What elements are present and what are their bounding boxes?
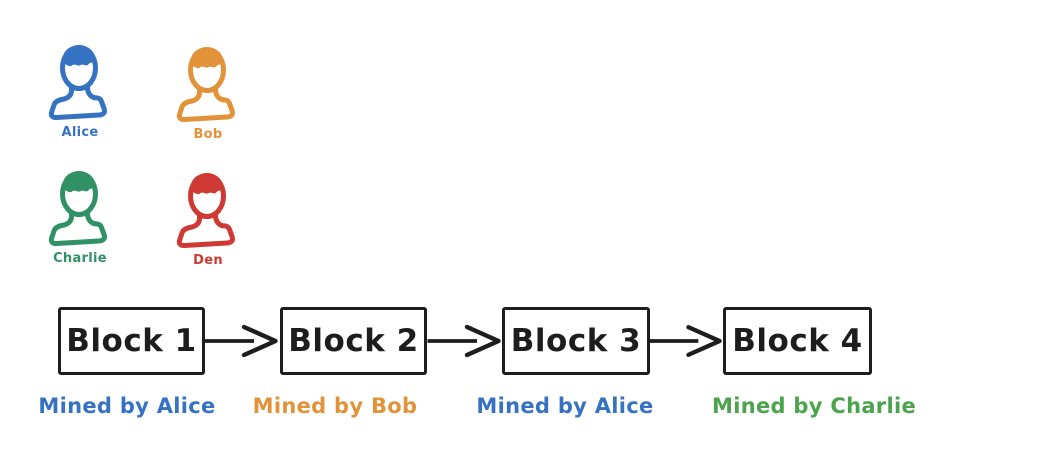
block-3: Block 3 — [502, 307, 650, 375]
block-1-label: Block 1 — [66, 323, 197, 359]
mined-by-caption-2: Mined by Bob — [252, 394, 418, 418]
person-charlie: Charlie — [38, 168, 122, 266]
alice-avatar-icon — [47, 42, 113, 122]
block-2-label: Block 2 — [288, 323, 419, 359]
person-label-alice: Alice — [61, 125, 99, 140]
block-4-label: Block 4 — [732, 323, 863, 359]
person-label-den: Den — [193, 253, 223, 268]
chain-arrow-icon — [648, 322, 723, 359]
person-den: Den — [166, 170, 250, 268]
den-avatar-icon — [175, 170, 241, 250]
person-label-charlie: Charlie — [53, 251, 107, 266]
person-bob: Bob — [166, 44, 250, 142]
mined-by-caption-3: Mined by Alice — [476, 394, 654, 418]
block-3-label: Block 3 — [510, 323, 642, 359]
charlie-avatar-icon — [47, 168, 113, 248]
mined-by-caption-1: Mined by Alice — [38, 394, 216, 418]
bob-avatar-icon — [175, 44, 241, 124]
chain-arrow-icon — [426, 322, 502, 359]
mined-by-caption-4: Mined by Charlie — [712, 394, 916, 418]
person-label-bob: Bob — [193, 127, 223, 142]
block-1: Block 1 — [58, 307, 205, 375]
block-4: Block 4 — [723, 307, 872, 375]
chain-arrow-icon — [203, 322, 279, 359]
person-alice: Alice — [38, 42, 122, 140]
block-2: Block 2 — [280, 307, 427, 375]
